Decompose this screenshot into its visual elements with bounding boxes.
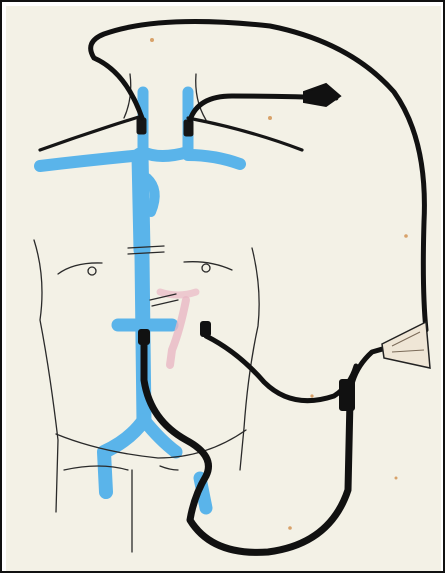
nipple-right <box>88 267 96 275</box>
iliac-vein-left <box>144 420 176 452</box>
paper-speck <box>395 477 398 480</box>
clamp-lower <box>340 380 354 410</box>
nipple-left <box>202 264 210 272</box>
brachiocephalic-junction <box>143 152 188 156</box>
neck-cannulas <box>137 118 193 136</box>
superior-vena-cava <box>140 156 142 250</box>
cannula-side-tip <box>201 322 210 336</box>
paper-speck <box>150 38 154 42</box>
paper-speck <box>404 234 408 238</box>
paper-speck <box>310 394 313 397</box>
tube-side-cannula <box>206 336 356 401</box>
aortic-branch <box>160 292 196 295</box>
shoulders <box>40 116 302 150</box>
cannula-left-neck <box>184 120 193 136</box>
tube-to-oxygenator <box>350 348 386 396</box>
subclavian-vein-left <box>188 155 240 164</box>
venous-system <box>40 92 240 508</box>
torso-outline-right <box>34 240 58 512</box>
oxygenator-cone <box>382 322 430 368</box>
paper-speck <box>268 116 272 120</box>
subclavian-vein-right <box>40 155 143 166</box>
chest-line-left <box>184 262 232 270</box>
paper-speck <box>288 526 292 530</box>
shoulder-left <box>188 118 302 150</box>
shoulder-right <box>40 116 142 150</box>
oxygenator <box>382 322 430 368</box>
cannula-ivc-tip <box>139 330 149 344</box>
leg-outline-left <box>160 466 178 470</box>
neck-outline-left <box>196 74 206 120</box>
connector-y-top <box>304 84 340 106</box>
pelvis-line <box>64 466 128 470</box>
descending-aorta-segment <box>170 300 186 365</box>
